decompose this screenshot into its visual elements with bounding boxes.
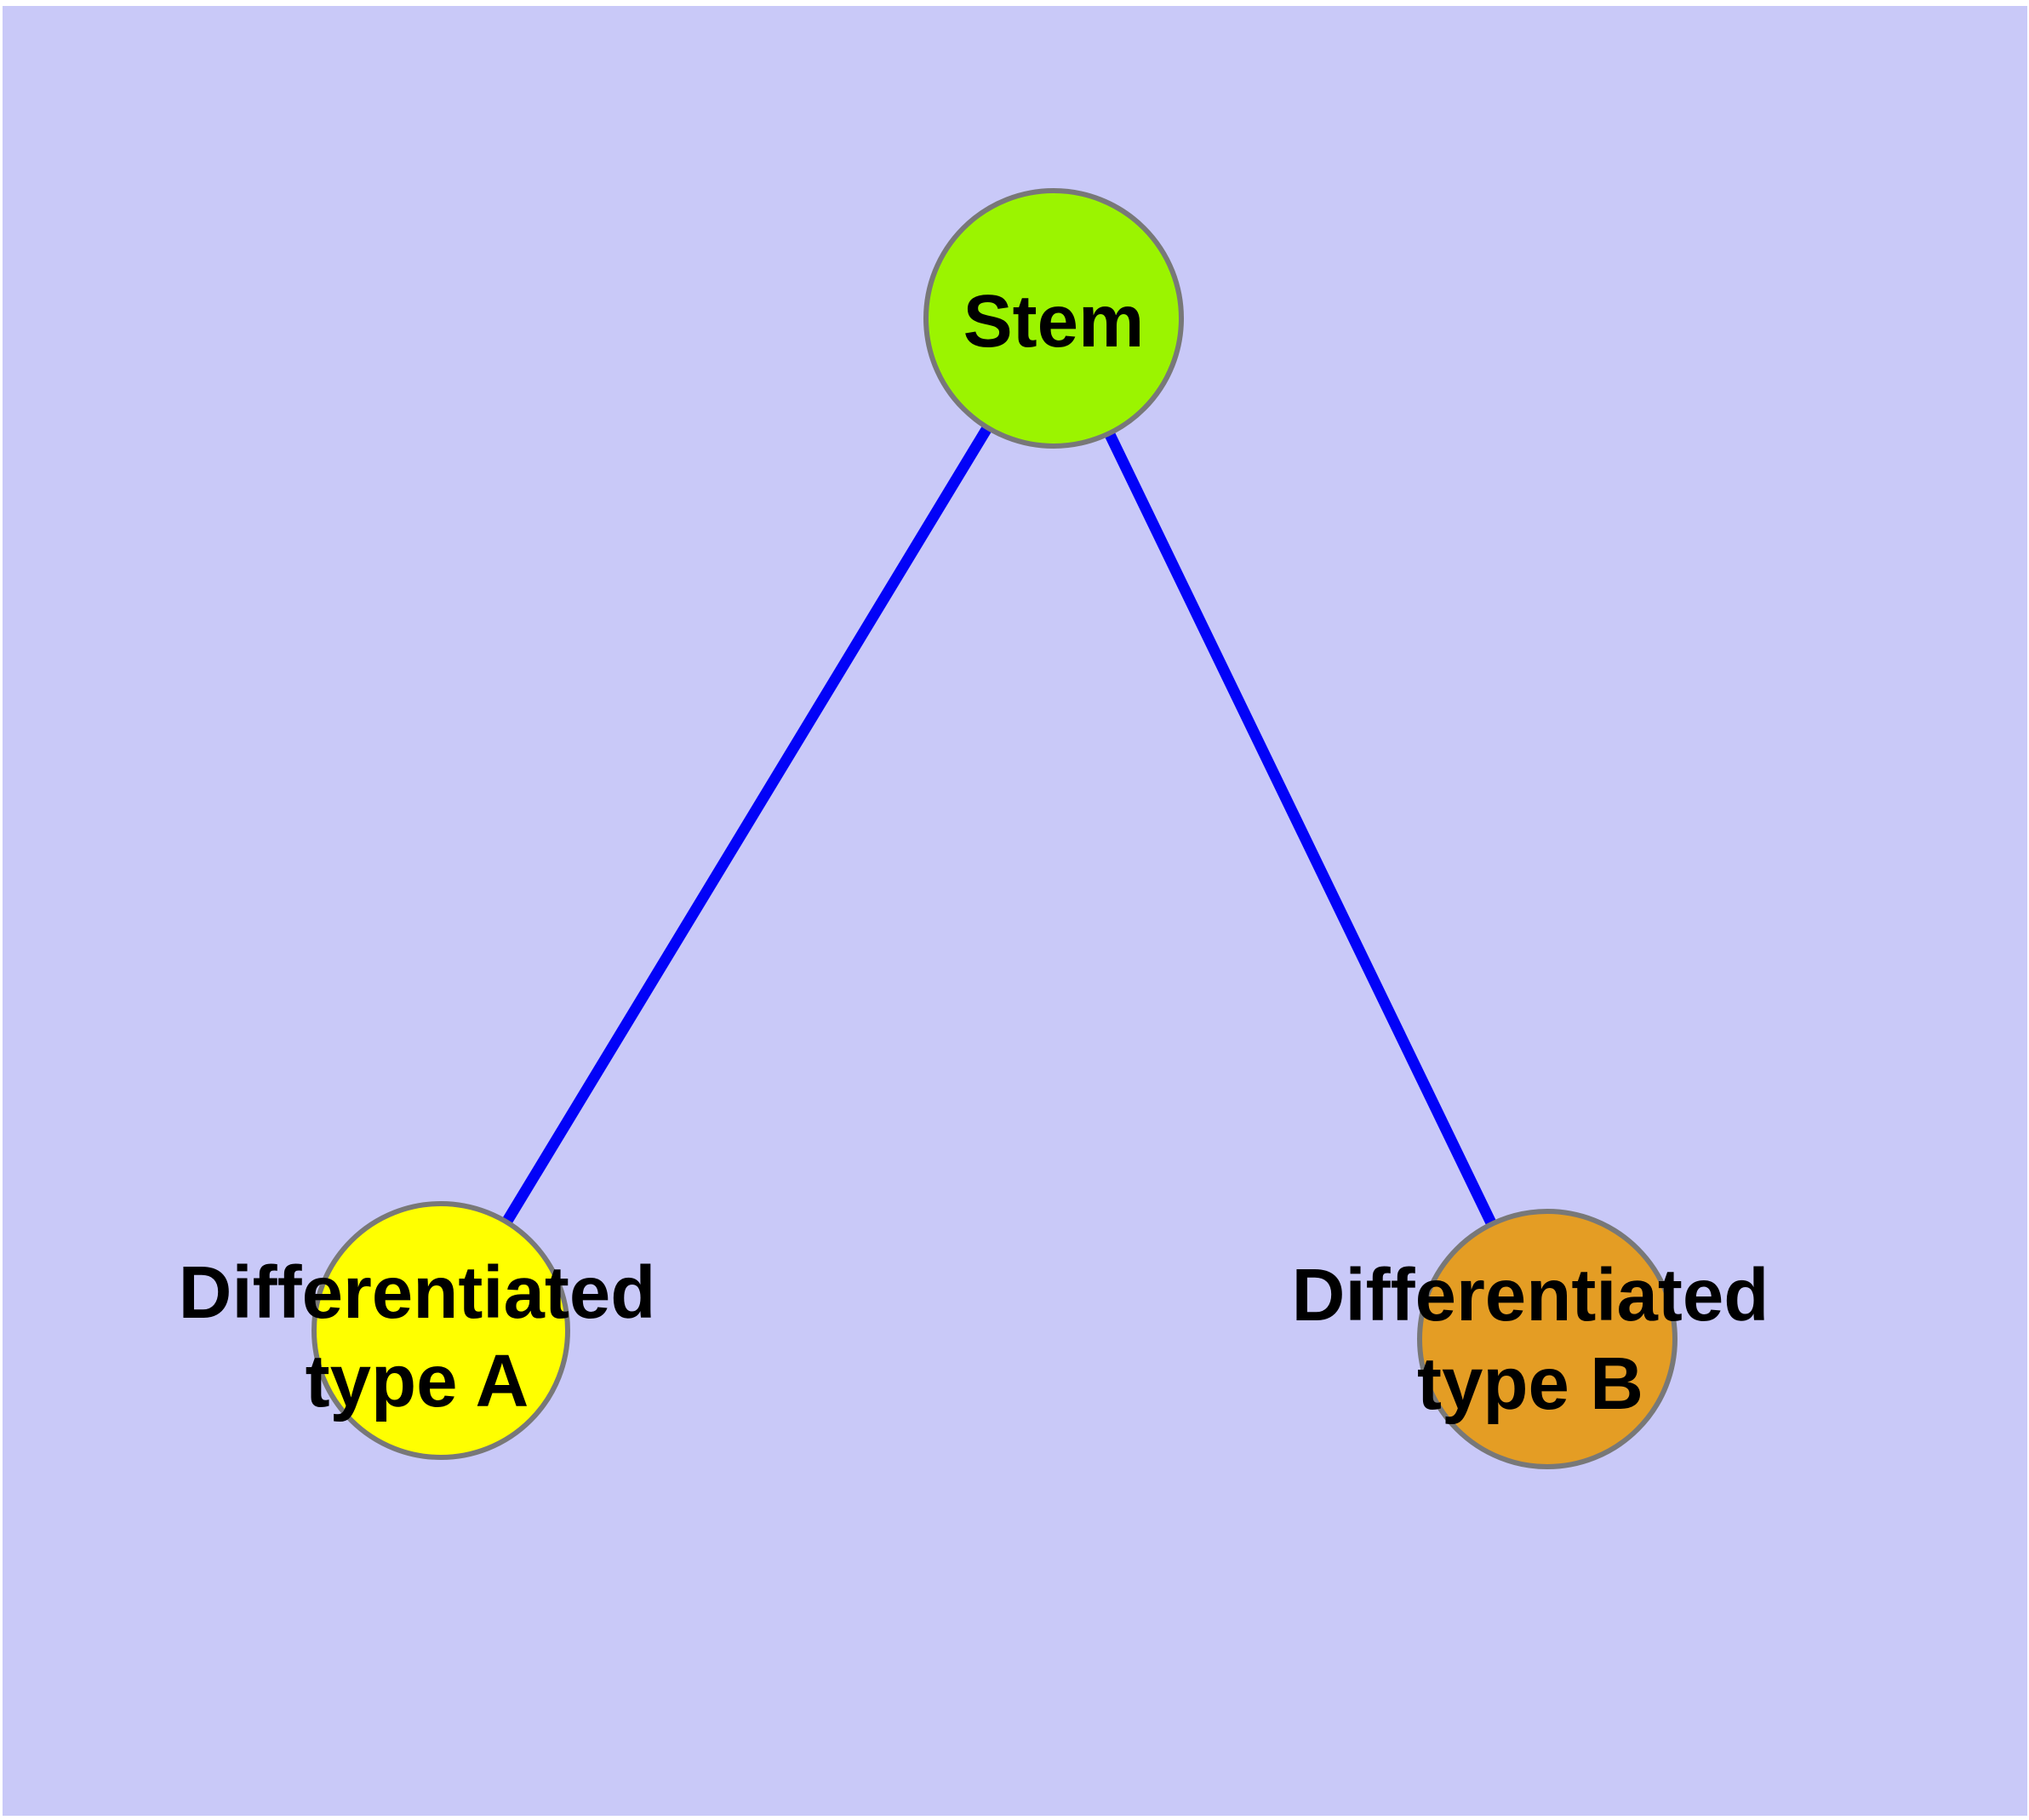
type-b-node-label-line2: type B xyxy=(1417,1342,1643,1425)
type-a-node-circle xyxy=(311,1201,570,1460)
type-a-node-label-line1: Differentiated xyxy=(179,1251,656,1334)
edge-stem-to-type-b xyxy=(1049,316,1552,1342)
stem-node-label: Stem xyxy=(963,280,1145,363)
type-b-node-circle xyxy=(1417,1209,1677,1469)
stem-node-circle xyxy=(923,188,1184,449)
type-b-node-label-line1: Differentiated xyxy=(1292,1254,1769,1336)
type-a-node-label-line2: type A xyxy=(306,1340,529,1422)
edge-stem-to-type-a xyxy=(436,315,1059,1334)
